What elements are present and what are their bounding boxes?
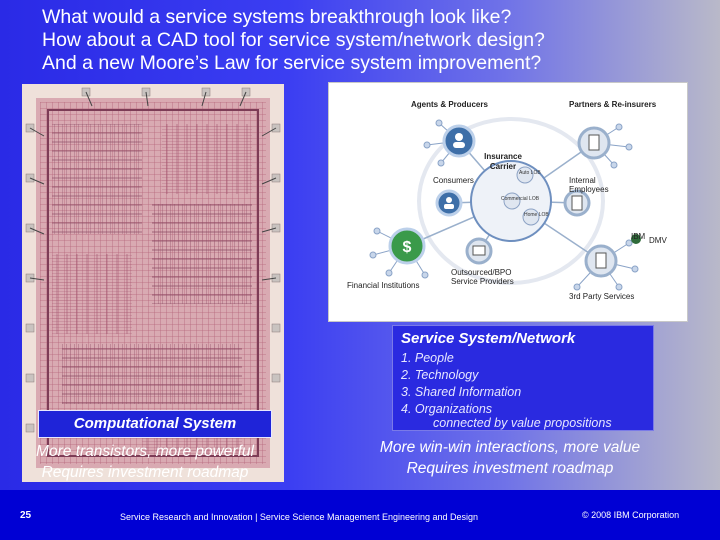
service-system-title: Service System/Network xyxy=(401,330,576,347)
label-outsourced-1: Outsourced/BPO xyxy=(451,268,511,277)
svg-text:$: $ xyxy=(403,239,412,256)
computational-system-label: Computational System xyxy=(38,410,272,438)
label-carrier-2: Carrier xyxy=(490,162,516,171)
list-item: 3. Shared Information xyxy=(401,385,522,399)
label-ibm: IBM xyxy=(631,232,646,241)
service-network-diagram: $ Agents & Producers Partners & Re-insur… xyxy=(328,82,688,322)
list-item: 2. Technology xyxy=(401,368,479,382)
footer-copyright: © 2008 IBM Corporation xyxy=(582,510,680,520)
label-auto-lob: Auto LOB xyxy=(519,170,541,176)
service-system-subline: connected by value propositions xyxy=(433,416,612,430)
list-item: 4. Organizations xyxy=(401,402,493,416)
label-internal-1: Internal xyxy=(569,176,596,185)
label-third-party: 3rd Party Services xyxy=(569,292,634,301)
title-line-3: And a new Moore’s Law for service system… xyxy=(42,52,542,74)
label-consumers: Consumers xyxy=(433,176,474,185)
right-caption-line-2: Requires investment roadmap xyxy=(406,460,614,477)
label-internal-2: Employees xyxy=(569,185,609,194)
label-outsourced-2: Service Providers xyxy=(451,277,514,286)
chip-die-image xyxy=(22,84,284,482)
page-number: 25 xyxy=(20,510,32,521)
right-caption: More win-win interactions, more value Re… xyxy=(340,437,680,479)
right-caption-line-1: More win-win interactions, more value xyxy=(379,439,641,456)
label-carrier-1: Insurance xyxy=(484,152,522,161)
left-caption: More transistors, more powerful Requires… xyxy=(10,441,280,483)
label-commercial-lob: Commercial LOB xyxy=(501,196,540,202)
label-agents: Agents & Producers xyxy=(411,100,488,109)
service-system-box: Service System/Network 1. People 2. Tech… xyxy=(392,325,654,431)
title-line-2: How about a CAD tool for service system/… xyxy=(42,29,545,51)
label-dmv: DMV xyxy=(649,236,667,245)
label-financial: Financial Institutions xyxy=(347,281,419,290)
left-caption-line-2: Requires investment roadmap xyxy=(41,464,249,481)
label-home-lob: Home LOB xyxy=(524,212,549,218)
list-item: 1. People xyxy=(401,351,454,365)
label-partners: Partners & Re-insurers xyxy=(569,100,657,109)
slide-title: What would a service systems breakthroug… xyxy=(42,6,712,75)
slide-footer: 25 Service Research and Innovation | Ser… xyxy=(0,490,720,540)
title-line-1: What would a service systems breakthroug… xyxy=(42,6,512,28)
left-caption-line-1: More transistors, more powerful xyxy=(36,443,254,460)
service-system-list: 1. People 2. Technology 3. Shared Inform… xyxy=(401,350,521,418)
footer-text: Service Research and Innovation | Servic… xyxy=(120,512,479,522)
